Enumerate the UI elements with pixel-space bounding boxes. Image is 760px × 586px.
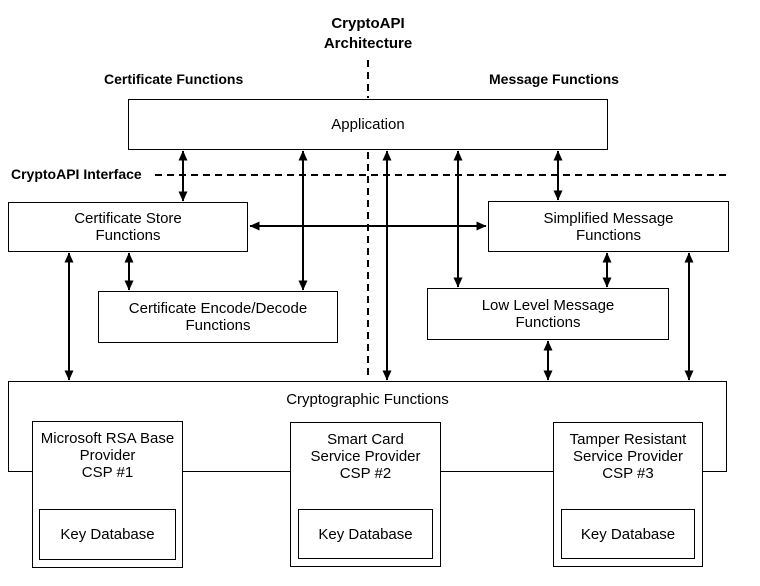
certificate-functions-label: Certificate Functions <box>104 71 244 87</box>
simplified-message-label-line1: Simplified Message <box>543 209 674 227</box>
csp2-key-database-label: Key Database <box>318 525 413 543</box>
low-level-message-functions-box: Low Level Message Functions <box>427 288 669 340</box>
message-functions-label: Message Functions <box>489 71 619 87</box>
low-level-label-line2: Functions <box>515 314 581 331</box>
csp3-key-database-label: Key Database <box>580 525 676 543</box>
encode-decode-label-line2: Functions <box>185 317 251 334</box>
application-box: Application <box>128 99 608 150</box>
csp3-label-line2: Service Provider <box>572 448 684 465</box>
certificate-store-functions-box: Certificate Store Functions <box>8 202 248 252</box>
csp1-key-database-box: Key Database <box>39 509 176 560</box>
csp2-label-line2: Service Provider <box>310 448 421 465</box>
csp2-label-line1: Smart Card <box>327 431 404 448</box>
csp3-label-line3: CSP #3 <box>602 465 654 482</box>
diagram-title: CryptoAPI Architecture <box>268 14 468 54</box>
cryptographic-functions-label: Cryptographic Functions <box>286 391 449 408</box>
certificate-encode-decode-box: Certificate Encode/Decode Functions <box>98 291 338 343</box>
csp3-box: Tamper Resistant Service Provider CSP #3… <box>553 422 703 567</box>
csp2-label-line3: CSP #2 <box>339 465 392 482</box>
csp1-label-line2: Provider <box>79 447 136 464</box>
low-level-label-line1: Low Level Message <box>481 297 615 314</box>
diagram-title-line2: Architecture <box>323 35 413 52</box>
csp2-key-database-box: Key Database <box>298 509 433 559</box>
cryptoapi-interface-label: CryptoAPI Interface <box>11 166 142 182</box>
application-label: Application <box>331 116 405 133</box>
csp3-label-line1: Tamper Resistant <box>569 431 687 448</box>
simplified-message-functions-box: Simplified Message Functions <box>488 201 729 252</box>
csp1-label-line1: Microsoft RSA Base <box>40 430 175 447</box>
encode-decode-label-line1: Certificate Encode/Decode <box>128 300 308 317</box>
csp3-key-database-box: Key Database <box>561 509 695 559</box>
simplified-message-label-line2: Functions <box>575 226 642 244</box>
certificate-store-label-line2: Functions <box>95 227 161 244</box>
csp1-key-database-label: Key Database <box>60 526 155 543</box>
csp1-label-line3: CSP #1 <box>81 464 134 481</box>
diagram-title-line1: CryptoAPI <box>331 15 405 32</box>
certificate-store-label-line1: Certificate Store <box>74 210 182 227</box>
csp2-box: Smart Card Service Provider CSP #2 Key D… <box>290 422 441 567</box>
csp1-box: Microsoft RSA Base Provider CSP #1 Key D… <box>32 421 183 568</box>
